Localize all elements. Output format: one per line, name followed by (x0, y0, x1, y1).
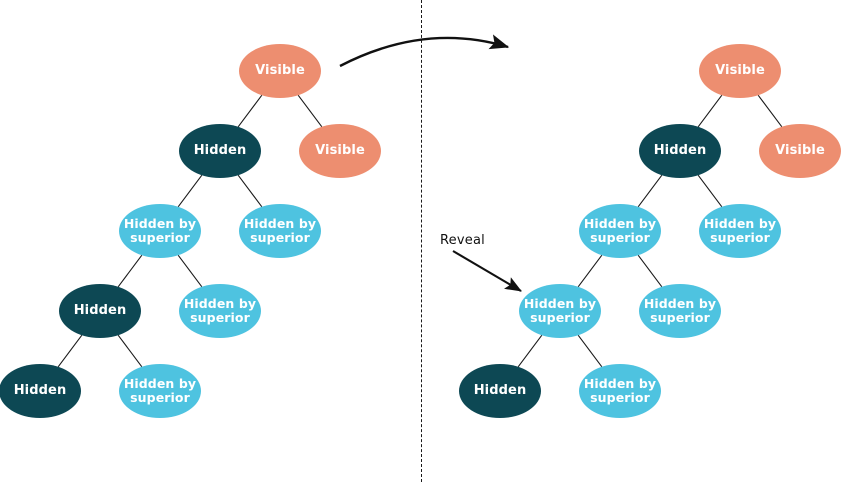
transform-arrow (339, 34, 510, 68)
node-label: Hidden (473, 382, 527, 398)
node-visible[interactable]: Visible (759, 124, 841, 178)
node-label: Hidden by superior (583, 216, 657, 245)
tree-edge (177, 174, 203, 208)
tree-edge (237, 174, 263, 208)
tree-edge (577, 334, 603, 368)
node-label: Visible (255, 62, 305, 78)
tree-edge (297, 94, 323, 128)
node-visible[interactable]: Visible (239, 44, 321, 98)
tree-edge (697, 174, 723, 208)
node-hidden-by-superior[interactable]: Hidden by superior (579, 204, 661, 258)
node-label: Hidden (73, 302, 127, 318)
tree-edge (697, 94, 723, 128)
node-hidden-by-superior[interactable]: Hidden by superior (579, 364, 661, 418)
node-hidden-by-superior[interactable]: Hidden by superior (519, 284, 601, 338)
node-label: Hidden (13, 382, 67, 398)
node-label: Visible (775, 142, 825, 158)
tree-edge (237, 94, 263, 128)
node-label: Visible (315, 142, 365, 158)
node-hidden-by-superior[interactable]: Hidden by superior (119, 364, 201, 418)
node-hidden-by-superior[interactable]: Hidden by superior (639, 284, 721, 338)
node-hidden[interactable]: Hidden (639, 124, 721, 178)
reveal-annotation-label: Reveal (440, 233, 485, 248)
reveal-arrow (452, 250, 522, 292)
node-label: Hidden by superior (243, 216, 317, 245)
tree-edge (57, 334, 83, 368)
node-hidden-by-superior[interactable]: Hidden by superior (699, 204, 781, 258)
tree-edge (637, 254, 663, 288)
node-label: Hidden (653, 142, 707, 158)
tree-edge (177, 254, 203, 288)
node-hidden-by-superior[interactable]: Hidden by superior (119, 204, 201, 258)
node-label: Hidden by superior (523, 296, 597, 325)
node-hidden-by-superior[interactable]: Hidden by superior (179, 284, 261, 338)
node-label: Hidden by superior (123, 376, 197, 405)
node-hidden[interactable]: Hidden (0, 364, 81, 418)
center-divider (421, 0, 422, 482)
node-label: Hidden by superior (643, 296, 717, 325)
node-visible[interactable]: Visible (699, 44, 781, 98)
tree-edge (637, 174, 663, 208)
node-label: Hidden by superior (123, 216, 197, 245)
node-hidden[interactable]: Hidden (179, 124, 261, 178)
node-hidden-by-superior[interactable]: Hidden by superior (239, 204, 321, 258)
tree-edge (117, 334, 143, 368)
tree-edge (117, 254, 143, 288)
node-label: Hidden by superior (703, 216, 777, 245)
node-visible[interactable]: Visible (299, 124, 381, 178)
tree-edge (577, 254, 603, 288)
node-label: Hidden (193, 142, 247, 158)
node-label: Visible (715, 62, 765, 78)
node-label: Hidden by superior (583, 376, 657, 405)
node-hidden[interactable]: Hidden (59, 284, 141, 338)
node-hidden[interactable]: Hidden (459, 364, 541, 418)
tree-edge (757, 94, 783, 128)
tree-edge (517, 334, 543, 368)
node-label: Hidden by superior (183, 296, 257, 325)
